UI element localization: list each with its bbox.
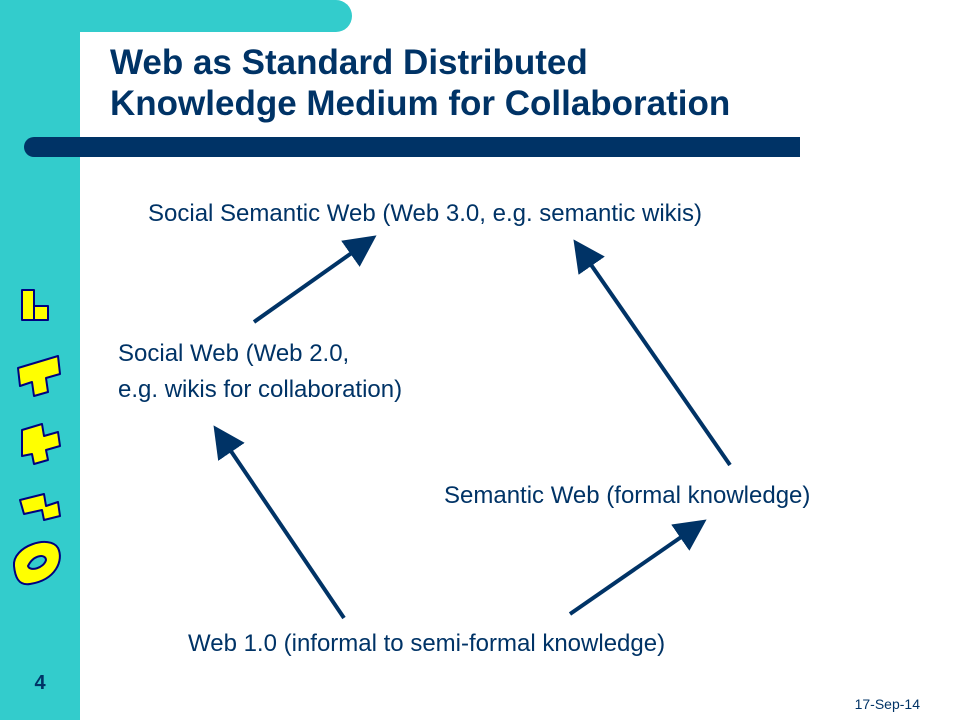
node-social-semantic-web-label: Social Semantic Web (Web 3.0, e.g. seman… [148,200,702,227]
slide-title: Web as Standard Distributed Knowledge Me… [110,42,930,124]
node-social-semantic-web: Social Semantic Web (Web 3.0, e.g. seman… [148,196,702,232]
slide-title-line-2: Knowledge Medium for Collaboration [110,84,731,123]
node-social-web: Social Web (Web 2.0, e.g. wikis for coll… [118,336,402,408]
node-semantic-web: Semantic Web (formal knowledge) [444,478,810,514]
logo-icon [12,289,61,586]
node-web1: Web 1.0 (informal to semi-formal knowled… [188,626,665,662]
slide-title-line-1: Web as Standard Distributed [110,43,588,82]
sidebar-band [0,0,80,720]
slide-date: 17-Sep-14 [854,696,920,712]
arrow-web1-to-semantic-web [568,519,707,616]
node-social-web-line-1: Social Web (Web 2.0, [118,340,350,367]
arrow-semantic-web-to-social-semantic [573,239,732,467]
top-band [0,0,352,32]
arrow-web1-to-social-web [213,425,346,620]
node-social-web-line-2: e.g. wikis for collaboration) [118,376,403,403]
title-underline-bar [24,137,800,157]
node-web1-label: Web 1.0 (informal to semi-formal knowled… [188,630,666,657]
arrow-social-web-to-social-semantic [252,235,377,324]
slide-number: 4 [34,672,46,694]
node-semantic-web-label: Semantic Web (formal knowledge) [444,482,811,509]
